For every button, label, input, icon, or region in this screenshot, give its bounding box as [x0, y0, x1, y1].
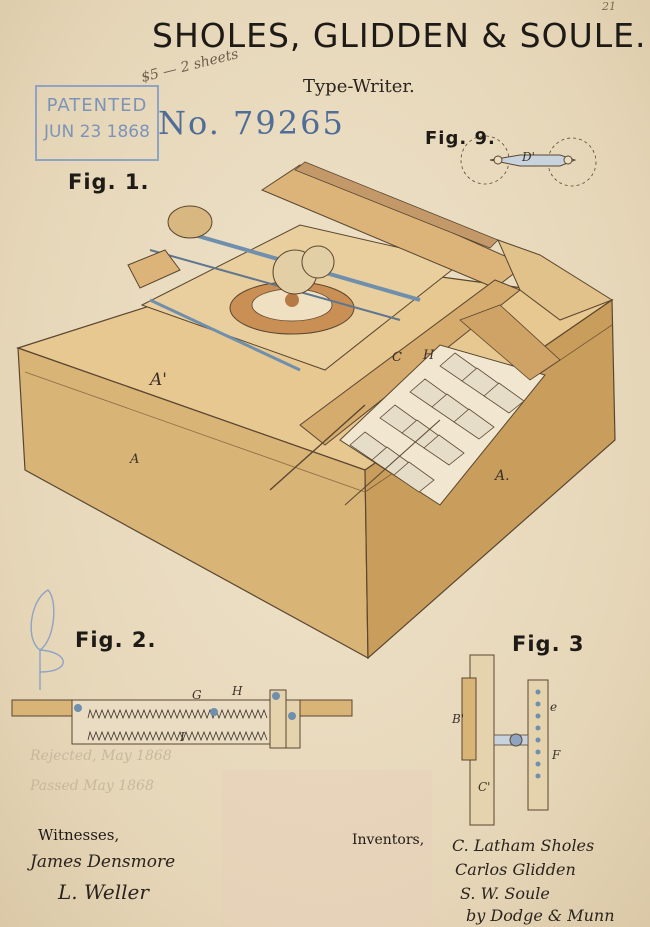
inventor-3-signature: S. W. Soule [460, 884, 550, 903]
ref-a-prime: A' [150, 370, 167, 390]
ref-c-prime: C' [478, 780, 491, 794]
ref-e: e [550, 700, 558, 714]
fig2-drawing [11, 589, 353, 749]
paper-stain [222, 770, 432, 927]
fig1-keyboard [269, 344, 546, 506]
stamp-line-1: PATENTED [46, 95, 148, 116]
sheet-number: 21 [602, 0, 616, 13]
ref-i: I [180, 730, 185, 744]
ref-f: F [552, 748, 561, 762]
attorney-signature: by Dodge & Munn [466, 906, 615, 925]
patent-subtitle: Type-Writer. [303, 76, 415, 97]
patent-title: SHOLES, GLIDDEN & SOULE. [152, 16, 647, 55]
inventor-1-signature: C. Latham Sholes [452, 836, 595, 855]
ref-b-prime: B' [452, 712, 465, 726]
witness-2-signature: L. Weller [58, 880, 149, 904]
ref-c: C [392, 350, 402, 365]
ref-g: G [192, 688, 202, 702]
fig2-label: Fig. 2. [75, 628, 157, 652]
fig9-drawing [460, 135, 597, 187]
inventors-label: Inventors, [352, 832, 425, 848]
fig1-right-frame [459, 239, 614, 381]
fig1-carriage [127, 161, 526, 446]
ref-h: H [423, 348, 435, 363]
patent-number: No. 79265 [158, 104, 345, 142]
witnesses-label: Witnesses, [38, 826, 120, 844]
fig1-label: Fig. 1. [68, 170, 150, 194]
faded-note-2: Passed May 1868 [30, 778, 154, 794]
ref-h-fig2: H [232, 684, 243, 698]
ref-d-prime: D' [522, 150, 535, 164]
fig9-label: Fig. 9. [425, 128, 496, 149]
patented-stamp: PATENTED JUN 23 1868 [35, 85, 159, 161]
ref-a-right: A. [495, 468, 510, 484]
fig3-label: Fig. 3 [512, 632, 585, 656]
stamp-line-2: JUN 23 1868 [44, 122, 150, 142]
inventor-2-signature: Carlos Glidden [455, 860, 576, 879]
ref-a-main: A [130, 452, 140, 467]
witness-1-signature: James Densmore [30, 852, 176, 872]
faded-note-1: Rejected, May 1868 [30, 748, 172, 764]
fig3-drawing [461, 654, 549, 826]
